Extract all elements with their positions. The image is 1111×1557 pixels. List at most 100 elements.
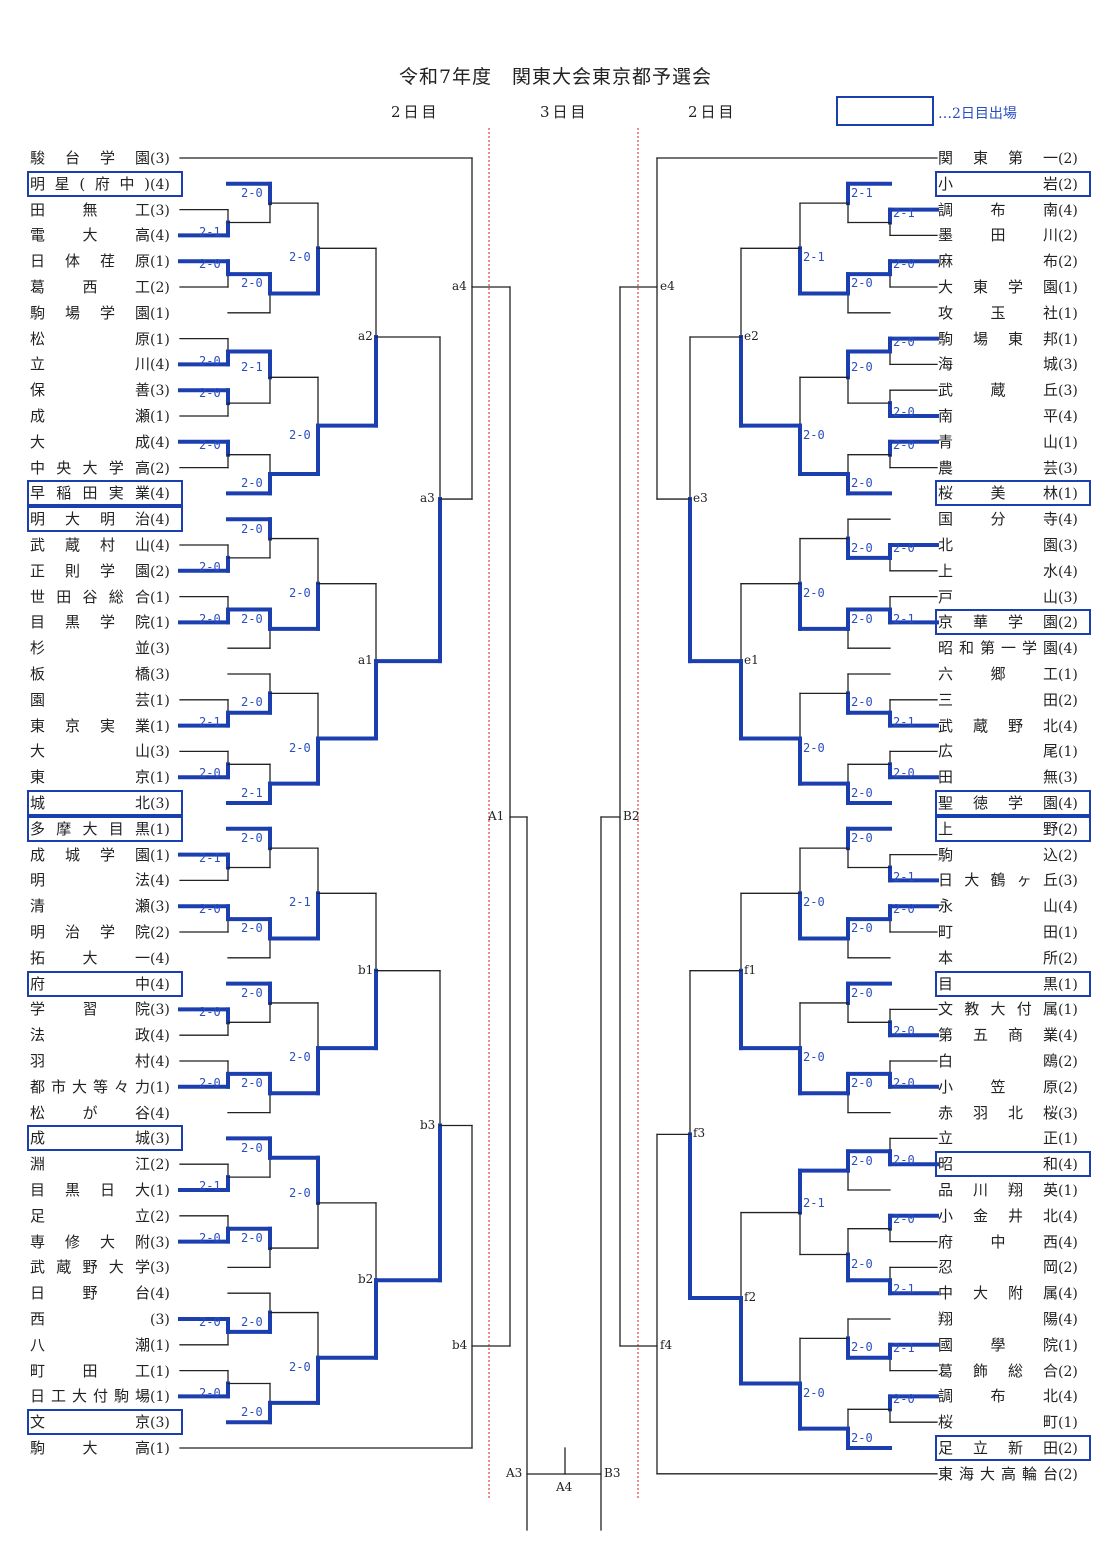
team-seed: (3) [150, 744, 170, 761]
match-score: 2-0 [241, 1404, 263, 1419]
team-seed: (1) [1058, 1183, 1078, 1199]
team-entry: 三田(2) [938, 690, 1088, 710]
node-label-A3: A3 [506, 1466, 523, 1480]
team-entry: 日工大付駒場(1) [30, 1386, 180, 1406]
team-seed: (1) [1058, 280, 1078, 296]
match-score: 2-0 [803, 1385, 825, 1400]
team-seed: (2) [1058, 1260, 1078, 1277]
team-seed: (1) [1058, 434, 1078, 451]
team-seed: (1) [150, 409, 170, 425]
team-name: 松原 [30, 329, 150, 348]
team-entry: 立正(1) [938, 1128, 1088, 1148]
team-name: 武蔵丘 [938, 381, 1058, 400]
team-entry: 明星(府中)(4) [27, 170, 183, 197]
day-label-right: 2日目 [688, 103, 737, 121]
team-entry: 武蔵村山(4) [30, 535, 180, 555]
match-score: 2-0 [893, 257, 915, 272]
team-name: 三田 [938, 690, 1058, 709]
team-entry: 葛西工(2) [30, 277, 180, 297]
team-seed: (2) [150, 280, 170, 296]
team-seed: (3) [1058, 538, 1078, 554]
match-score: 2-0 [893, 766, 915, 781]
match-score: 2-0 [289, 427, 311, 442]
node-label-A4: A4 [556, 1480, 573, 1494]
match-score: 2-0 [241, 831, 263, 846]
team-name: 忍岡 [938, 1258, 1058, 1277]
team-name: 淵江 [30, 1155, 150, 1174]
team-entry: 法政(4) [30, 1025, 180, 1045]
team-entry: 大東学園(1) [938, 277, 1088, 297]
team-entry: 明法(4) [30, 870, 180, 890]
team-name: 足立新田 [938, 1439, 1058, 1457]
team-name: 文教大付属 [938, 1000, 1058, 1019]
node-label-A1: A1 [488, 809, 505, 823]
match-score: 2-0 [851, 921, 873, 936]
team-entry: 農芸(3) [938, 458, 1088, 478]
team-entry: 小笠原(2) [938, 1077, 1088, 1097]
node-label-B2: B2 [623, 809, 640, 823]
team-name: 八潮 [30, 1335, 150, 1354]
team-name: 小笠原 [938, 1077, 1058, 1096]
team-entry: 昭和第一学園(4) [938, 638, 1088, 658]
team-name: 立正 [938, 1129, 1058, 1148]
team-entry: 田無工(3) [30, 200, 180, 220]
team-name: 町田 [938, 923, 1058, 941]
team-seed: (3) [150, 1415, 170, 1432]
team-name: 田無工 [30, 200, 150, 219]
match-score: 2-0 [241, 1231, 263, 1246]
team-entry: 小岩(2) [935, 170, 1091, 197]
team-entry: 上野(2) [935, 815, 1091, 842]
team-name: 電大高 [30, 226, 150, 245]
team-entry: 聖徳学園(4) [935, 790, 1091, 816]
node-label-e3: e3 [693, 491, 708, 506]
team-entry: 翔陽(4) [938, 1309, 1088, 1329]
team-seed: (4) [1058, 1312, 1078, 1328]
match-score: 2-0 [893, 540, 915, 555]
team-entry: 正則学園(2) [30, 561, 180, 581]
team-entry: 板橋(3) [30, 664, 180, 684]
team-entry: 八潮(1) [30, 1335, 180, 1355]
team-name: 第五商業 [938, 1026, 1058, 1045]
match-score: 2-1 [803, 1195, 825, 1210]
team-name: 海城 [938, 355, 1058, 374]
team-entry: 麻布(2) [938, 251, 1088, 271]
match-score: 2-0 [199, 437, 221, 452]
match-score: 2-0 [893, 1153, 915, 1168]
team-seed: (3) [1058, 357, 1078, 374]
match-score: 2-0 [241, 276, 263, 291]
team-entry: 忍岡(2) [938, 1257, 1088, 1277]
team-entry: 駒場東邦(1) [938, 329, 1088, 349]
team-name: 調布北 [938, 1387, 1058, 1406]
team-seed: (4) [150, 512, 170, 529]
team-name: 南平 [938, 407, 1058, 425]
team-name: 日野台 [30, 1284, 150, 1303]
team-seed: (1) [150, 847, 170, 864]
team-entry: 六郷工(1) [938, 664, 1088, 684]
team-entry: 立川(4) [30, 354, 180, 374]
team-seed: (2) [1058, 1079, 1078, 1096]
team-seed: (4) [1058, 1208, 1078, 1225]
team-seed: (3) [150, 899, 170, 916]
team-entry: 都市大等々力(1) [30, 1077, 180, 1097]
node-label-e4: e4 [660, 279, 675, 293]
team-entry: 早稲田実業(4) [27, 480, 183, 507]
team-entry: 成城学園(1) [30, 845, 180, 865]
team-name: 明星(府中) [30, 174, 150, 193]
team-seed: (1) [1058, 1337, 1078, 1354]
team-name: 成瀬 [30, 407, 150, 425]
team-seed: (3) [150, 383, 170, 400]
team-entry: 保善(3) [30, 380, 180, 400]
team-seed: (4) [1058, 796, 1078, 812]
team-seed: (1) [150, 615, 170, 632]
team-name: 府中 [30, 974, 150, 993]
team-seed: (2) [1058, 254, 1078, 271]
match-score: 2-0 [851, 1340, 873, 1355]
match-score: 2-0 [893, 1392, 915, 1407]
team-seed: (2) [1058, 151, 1078, 167]
team-seed: (4) [1058, 718, 1078, 735]
team-entry: 永山(4) [938, 896, 1088, 916]
team-name: 北園 [938, 536, 1058, 554]
team-seed: (2) [150, 460, 170, 477]
match-score: 2-0 [893, 405, 915, 420]
